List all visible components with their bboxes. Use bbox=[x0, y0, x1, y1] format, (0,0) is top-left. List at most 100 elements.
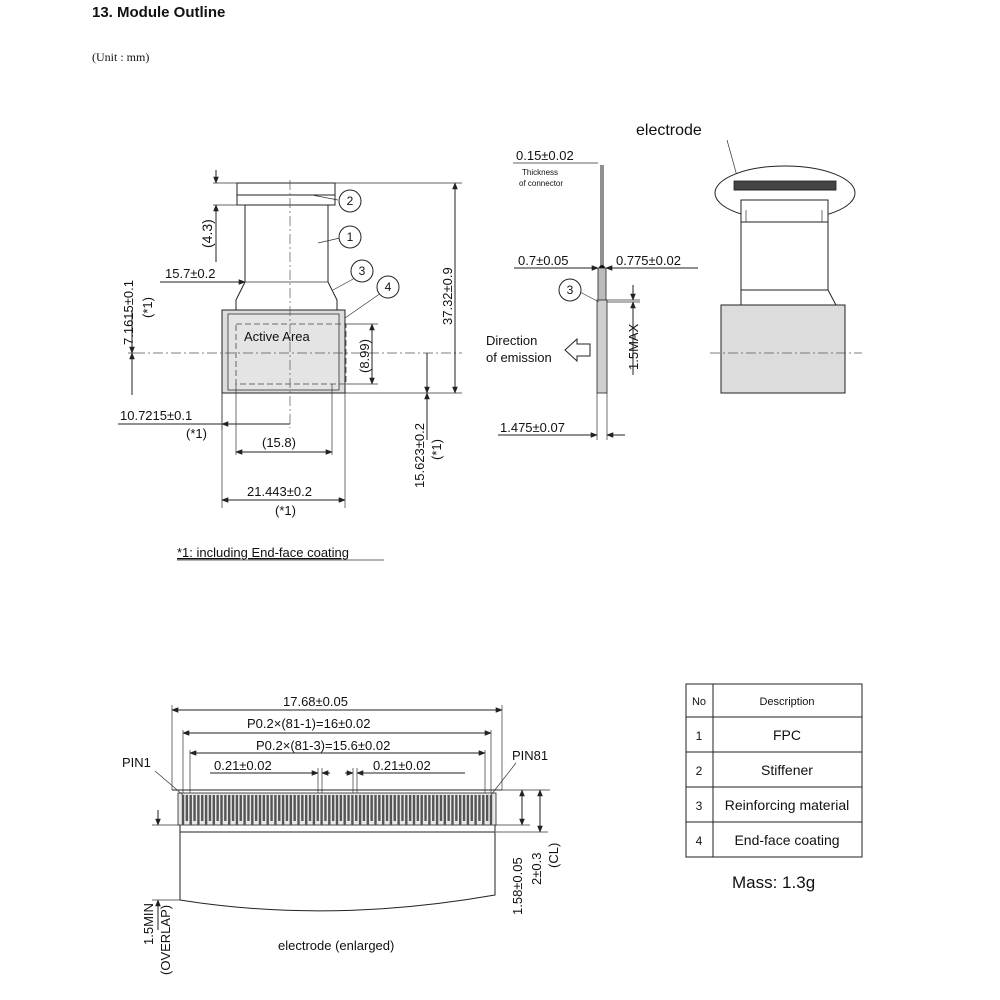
electrode-pin bbox=[312, 795, 316, 825]
electrode-pin bbox=[474, 795, 477, 825]
electrode-pin bbox=[243, 795, 246, 825]
page-title: 13. Module Outline bbox=[92, 4, 226, 21]
electrode-pin bbox=[285, 795, 289, 821]
parts-table: No Description 1 FPC 2 Stiffener 3 Reinf… bbox=[685, 683, 863, 858]
dim-7-1615: 7.1615±0.1 bbox=[121, 280, 136, 345]
electrode-pin bbox=[451, 795, 454, 825]
electrode-pin bbox=[412, 795, 416, 825]
electrode-pin bbox=[228, 795, 231, 825]
electrode-pin bbox=[278, 795, 281, 821]
electrode-pin bbox=[447, 795, 450, 821]
dim-21-443-note: (*1) bbox=[275, 503, 296, 518]
electrode-pin bbox=[239, 795, 242, 821]
electrode-pin bbox=[320, 795, 323, 825]
unit-note: (Unit : mm) bbox=[92, 50, 150, 64]
electrode-pin bbox=[181, 795, 185, 825]
electrode-pin bbox=[343, 795, 346, 825]
dim-15-623: 15.623±0.2 bbox=[412, 423, 427, 488]
electrode-pin bbox=[362, 795, 366, 821]
electrode-view: 17.68±0.05 P0.2×(81-1)=16±0.02 P0.2×(81-… bbox=[122, 694, 561, 975]
table-row-3-no: 3 bbox=[696, 799, 703, 813]
electrode-pin bbox=[289, 795, 292, 825]
electrode-pin bbox=[424, 795, 427, 821]
electrode-pin bbox=[212, 795, 215, 825]
electrode-pin bbox=[432, 795, 435, 821]
electrode-pin bbox=[189, 795, 192, 825]
electrode-pin bbox=[420, 795, 423, 825]
electrode-pin bbox=[216, 795, 219, 821]
electrode-pin bbox=[274, 795, 277, 825]
table-row-2-desc: Stiffener bbox=[761, 762, 813, 778]
electrode-pin bbox=[185, 795, 189, 821]
perspective-view: electrode bbox=[636, 122, 862, 394]
dim-15-8: (15.8) bbox=[262, 435, 296, 450]
table-header-description: Description bbox=[759, 696, 814, 708]
electrode-pin bbox=[254, 795, 258, 821]
table-row-2-no: 2 bbox=[696, 764, 703, 778]
electrode-pin bbox=[455, 795, 458, 821]
electrode-pin bbox=[408, 795, 412, 821]
callout-1: 1 bbox=[347, 230, 354, 244]
electrode-pin bbox=[235, 795, 239, 825]
electrode-pin bbox=[305, 795, 308, 825]
electrode-pin bbox=[385, 795, 389, 821]
electrode-pin bbox=[393, 795, 396, 821]
callout-2-circle bbox=[338, 189, 362, 213]
electrode-pin bbox=[224, 795, 227, 821]
electrode-pin bbox=[328, 795, 331, 825]
electrode-pin bbox=[351, 795, 354, 825]
side-view: 0.15±0.02 Thickness of connector 0.7±0.0… bbox=[486, 148, 698, 440]
dim-p81-1: P0.2×(81-1)=16±0.02 bbox=[247, 716, 371, 731]
electrode-pin bbox=[324, 795, 327, 821]
dim-p81-3: P0.2×(81-3)=15.6±0.02 bbox=[256, 738, 390, 753]
dim-1-5min: 1.5MIN bbox=[141, 903, 156, 945]
dim-1-58: 1.58±0.05 bbox=[510, 857, 525, 915]
electrode-pin bbox=[482, 795, 485, 825]
electrode-pin bbox=[405, 795, 408, 825]
electrode-pin bbox=[435, 795, 439, 825]
side-callout-3: 3 bbox=[567, 283, 574, 297]
thickness-note-2: of connector bbox=[519, 179, 563, 188]
electrode-pin bbox=[389, 795, 393, 825]
electrode-pin bbox=[201, 795, 204, 821]
electrode-pin bbox=[297, 795, 300, 825]
electrode-pin bbox=[401, 795, 404, 821]
electrode-pin bbox=[231, 795, 235, 821]
dim-4-3: (4.3) bbox=[199, 219, 215, 248]
electrode-pin bbox=[478, 795, 481, 821]
callout-4-circle bbox=[376, 275, 400, 299]
dim-1-475: 1.475±0.07 bbox=[500, 420, 565, 435]
dim-0-21-left: 0.21±0.02 bbox=[214, 758, 272, 773]
electrode-pin bbox=[366, 795, 369, 825]
table-row-4-no: 4 bbox=[696, 834, 703, 848]
table-header-no: No bbox=[692, 696, 706, 708]
electrode-pin bbox=[258, 795, 262, 825]
callout-3-circle bbox=[350, 259, 374, 283]
electrode-label: electrode bbox=[636, 122, 702, 139]
table-row-1-no: 1 bbox=[696, 729, 703, 743]
electrode-pin bbox=[335, 795, 339, 825]
electrode-pin bbox=[428, 795, 431, 825]
dim-15-7: 15.7±0.2 bbox=[165, 266, 216, 281]
dim-0-7: 0.7±0.05 bbox=[518, 253, 569, 268]
dim-0-775: 0.775±0.02 bbox=[616, 253, 681, 268]
emission-arrow-icon bbox=[564, 337, 591, 363]
electrode-pin bbox=[293, 795, 296, 821]
footnote: *1: including End-face coating bbox=[177, 545, 349, 560]
dim-37-32: 37.32±0.9 bbox=[440, 267, 455, 325]
electrode-pin bbox=[374, 795, 377, 825]
callout-4: 4 bbox=[385, 280, 392, 294]
electrode-pin bbox=[208, 795, 212, 821]
direction-label-2: of emission bbox=[486, 350, 552, 365]
callout-3: 3 bbox=[359, 264, 366, 278]
electrode-pin bbox=[466, 795, 470, 825]
side-module-body bbox=[596, 299, 608, 394]
dim-0-15: 0.15±0.02 bbox=[516, 148, 574, 163]
pin1-label: PIN1 bbox=[122, 755, 151, 770]
electrode-pin bbox=[301, 795, 304, 821]
electrode-pin bbox=[378, 795, 381, 821]
thickness-note-1: Thickness bbox=[522, 168, 558, 177]
electrode-pin bbox=[462, 795, 466, 821]
electrode-pin bbox=[204, 795, 208, 825]
